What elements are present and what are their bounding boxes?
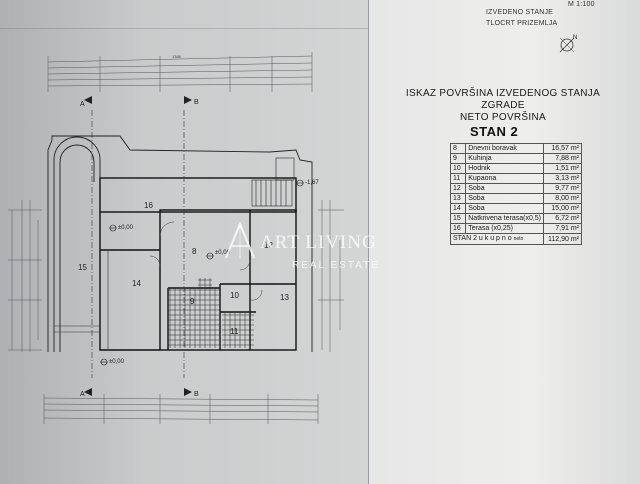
room-number: 15 <box>449 213 467 224</box>
room-area: 7,88 m² <box>543 153 582 164</box>
paper-fold-line <box>0 28 368 29</box>
top-dimension-lines <box>47 52 313 92</box>
room-number: 13 <box>449 193 467 204</box>
room-area: 16,57 m² <box>543 143 582 154</box>
room-area: 7,91 m² <box>543 223 582 234</box>
room-number: 8 <box>449 143 467 154</box>
room-name: Soba <box>465 203 545 214</box>
room-area: 15,00 m² <box>543 203 582 214</box>
total-area: 112,90 m² <box>543 233 582 245</box>
section-a-top: A <box>80 101 85 108</box>
room-area: 9,77 m² <box>543 183 582 194</box>
room-label-8: 8 <box>192 247 197 256</box>
right-dimension-lines <box>318 200 344 352</box>
level-stairs: -1,67 <box>305 180 319 186</box>
floor-plan: 1386 <box>8 52 344 424</box>
room-number: 10 <box>449 163 467 174</box>
terrace-outline <box>47 135 313 352</box>
room-name: Kuhinja <box>465 153 545 164</box>
kitchen-tile-pattern <box>168 288 220 348</box>
stair-tile-pattern <box>198 278 212 288</box>
title-line-1: ISKAZ POVRŠINA IZVEDENOG STANJA ZGRADE <box>405 88 601 111</box>
title-line-2: NETO POVRŠINA <box>460 112 546 123</box>
header-drawing-state: IZVEDENO STANJE <box>486 9 554 16</box>
level-terrace: ±0,00 <box>118 225 134 231</box>
section-b-top: B <box>194 99 199 106</box>
level-living: ±0,00 <box>215 250 231 256</box>
room-name: Natkrivena terasa(x0,5) <box>465 213 545 224</box>
watermark-logo-icon <box>225 221 255 259</box>
room-label-15: 15 <box>78 263 87 272</box>
total-label: STAN 2 u k u p n o neto <box>449 233 545 245</box>
section-a-bottom: A <box>80 391 85 398</box>
section-lines <box>91 110 185 378</box>
room-label-13: 13 <box>280 293 289 302</box>
overall-dimension: 1386 <box>172 54 182 59</box>
room-number: 11 <box>449 173 467 184</box>
section-b-bottom: B <box>194 391 199 398</box>
area-schedule-title: ISKAZ POVRŠINA IZVEDENOG STANJA ZGRADE N… <box>388 88 618 124</box>
room-area: 6,72 m² <box>543 213 582 224</box>
staircase <box>251 157 295 207</box>
level-mark-icons <box>100 179 304 366</box>
room-label-14: 14 <box>132 279 141 288</box>
room-area: 1,51 m² <box>543 163 582 174</box>
covered-terrace-lines <box>54 250 109 350</box>
level-entrance: ±0,00 <box>109 359 125 365</box>
room-name: Soba <box>465 183 545 194</box>
header-drawing-name: TLOCRT PRIZEMLJA <box>486 20 558 27</box>
room-label-11: 11 <box>230 327 239 336</box>
room-number: 9 <box>449 153 467 164</box>
watermark-brand: ART LIVING <box>260 232 377 253</box>
north-arrow-icon: N <box>559 35 577 53</box>
room-number: 14 <box>449 203 467 214</box>
room-name: Hodnik <box>465 163 545 174</box>
left-dimension-lines <box>8 200 42 352</box>
watermark-tagline: REAL ESTATE <box>292 260 380 271</box>
room-name: Soba <box>465 193 545 204</box>
room-name: Dnevni boravak <box>465 143 545 154</box>
north-label: N <box>573 35 577 41</box>
bottom-dimension-lines <box>43 394 319 424</box>
room-label-12: 12 <box>264 241 273 250</box>
room-name: Terasa (x0,25) <box>465 223 545 234</box>
door-swings <box>149 221 263 301</box>
bathroom-tile-pattern <box>222 312 254 348</box>
room-label-9: 9 <box>190 297 195 306</box>
header-scale: M 1:100 <box>568 1 595 8</box>
room-label-10: 10 <box>230 291 239 300</box>
apartment-title: STAN 2 <box>470 124 519 139</box>
room-number: 16 <box>449 223 467 234</box>
room-area: 3,13 m² <box>543 173 582 184</box>
room-name: Kupaona <box>465 173 545 184</box>
section-markers <box>84 96 192 396</box>
room-area: 8,00 m² <box>543 193 582 204</box>
room-label-16: 16 <box>144 201 153 210</box>
room-number: 12 <box>449 183 467 194</box>
